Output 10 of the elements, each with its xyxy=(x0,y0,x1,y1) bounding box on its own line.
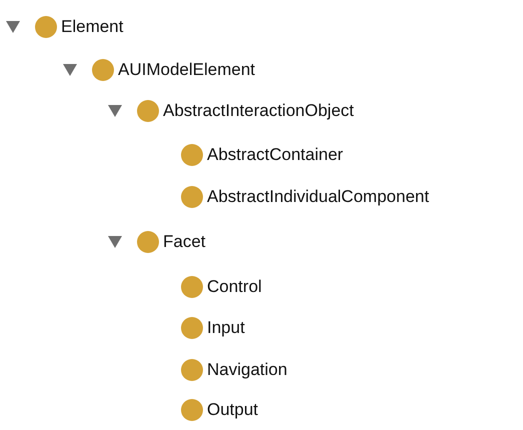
tree-item-label: AbstractInteractionObject xyxy=(163,101,354,121)
tree-item-label: AUIModelElement xyxy=(118,60,256,80)
tree-item-label: Facet xyxy=(163,232,206,252)
tree-item-label: Element xyxy=(61,17,124,37)
tree-item-label: Control xyxy=(207,277,262,297)
tree-item-label: AbstractContainer xyxy=(207,145,344,165)
tree-item-label: Navigation xyxy=(207,360,288,380)
tree-item-label: AbstractIndividualComponent xyxy=(207,187,430,207)
tree-item-label: Input xyxy=(207,318,245,338)
tree-item-label: Output xyxy=(207,400,258,420)
